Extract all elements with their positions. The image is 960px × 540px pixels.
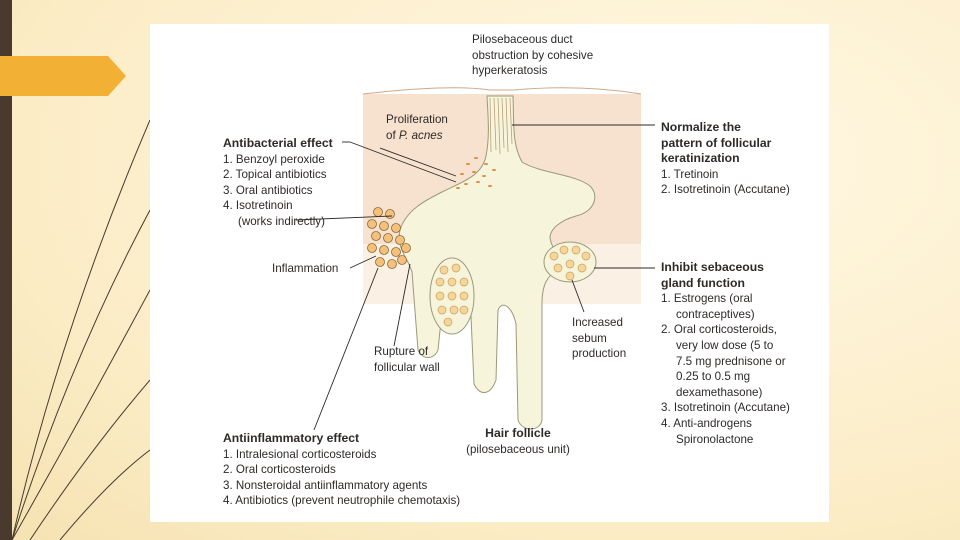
hair-follicle-subtitle: (pilosebaceous unit) (466, 442, 570, 456)
normalize-title-line: keratinization (661, 151, 740, 166)
inhibit-block: Inhibit sebaceous gland function 1. Estr… (661, 260, 790, 447)
list-item: 7.5 mg prednisone or (676, 354, 786, 368)
antibacterial-title: Antibacterial effect (223, 136, 333, 150)
rupture-line: follicular wall (374, 360, 440, 374)
follicle-shape (398, 95, 596, 430)
proliferation-label: Proliferation of P. acnes (386, 112, 448, 143)
p-acnes-text: P. acnes (398, 128, 443, 142)
arrow-tab (0, 56, 126, 96)
diagram-panel: Pilosebaceous duct obstruction by cohesi… (150, 24, 829, 522)
rupture-label: Rupture of follicular wall (374, 344, 440, 375)
antiinflammatory-title: Antiinflammatory effect (223, 431, 360, 445)
list-item: contraceptives) (676, 307, 755, 321)
left-accent-bar (0, 0, 12, 540)
hair-follicle-title: Hair follicle (485, 426, 551, 440)
p-acnes-bacteria (456, 157, 496, 189)
list-item: 1. Tretinoin (661, 167, 719, 181)
list-item: 2. Topical antibiotics (223, 168, 327, 182)
list-item: 1. Intralesional corticosteroids (223, 447, 377, 461)
list-item: 3. Nonsteroidal antiinflammatory agents (223, 478, 428, 492)
list-item: 2. Oral corticosteroids, (661, 323, 777, 337)
leader-lines (295, 124, 655, 431)
list-item: 1. Estrogens (oral (661, 292, 753, 306)
normalize-title-line: pattern of follicular (661, 135, 772, 150)
inflammation-label: Inflammation (272, 262, 339, 275)
duct-obstruction-label: Pilosebaceous duct obstruction by cohesi… (472, 32, 593, 79)
list-item: (works indirectly) (238, 214, 325, 228)
list-item: 1. Benzoyl peroxide (223, 152, 325, 166)
list-item: 4. Isotretinoin (223, 199, 293, 213)
sebum-label: Increased sebum production (572, 315, 626, 362)
sebocytes-right (549, 245, 591, 281)
hair-follicle-label: Hair follicle (pilosebaceous unit) (460, 426, 576, 457)
rupture-line: Rupture of (374, 345, 429, 358)
normalize-title-line: Normalize the (661, 120, 741, 134)
follicle-illustration (295, 87, 655, 431)
proliferation-line: Proliferation (386, 113, 448, 126)
list-item: 2. Isotretinoin (Accutane) (661, 183, 790, 197)
antiinflammatory-block: Antiinflammatory effect 1. Intralesional… (223, 431, 460, 509)
list-item: 4. Anti-androgens (661, 416, 752, 430)
list-item: Spironolactone (676, 432, 754, 446)
normalize-block: Normalize the pattern of follicular kera… (661, 120, 790, 198)
list-item: 4. Antibiotics (prevent neutrophile chem… (223, 494, 461, 508)
list-item: dexamethasone) (676, 385, 763, 399)
duct-label-line: hyperkeratosis (472, 64, 548, 78)
antibacterial-block: Antibacterial effect 1. Benzoyl peroxide… (223, 136, 333, 230)
inhibit-title-line: gland function (661, 275, 745, 290)
list-item: 2. Oral corticosteroids (223, 463, 336, 477)
sebocytes-left (435, 263, 469, 327)
list-item: very low dose (5 to (676, 338, 774, 352)
proliferation-prefix: of (386, 128, 399, 142)
list-item: 3. Isotretinoin (Accutane) (661, 401, 790, 415)
sebum-line: production (572, 347, 627, 361)
list-item: 0.25 to 0.5 mg (676, 370, 751, 384)
skin-surface (362, 87, 642, 95)
sebum-line: sebum (572, 331, 607, 345)
list-item: 3. Oral antibiotics (223, 183, 313, 197)
decorative-lines (11, 119, 150, 540)
duct-label-line: obstruction by cohesive (472, 48, 594, 62)
duct-label-line: Pilosebaceous duct (472, 33, 573, 46)
sebum-line: Increased (572, 316, 623, 329)
keratin-plug (489, 97, 513, 155)
inhibit-title-line: Inhibit sebaceous (661, 260, 764, 274)
proliferation-line: of P. acnes (386, 128, 448, 144)
